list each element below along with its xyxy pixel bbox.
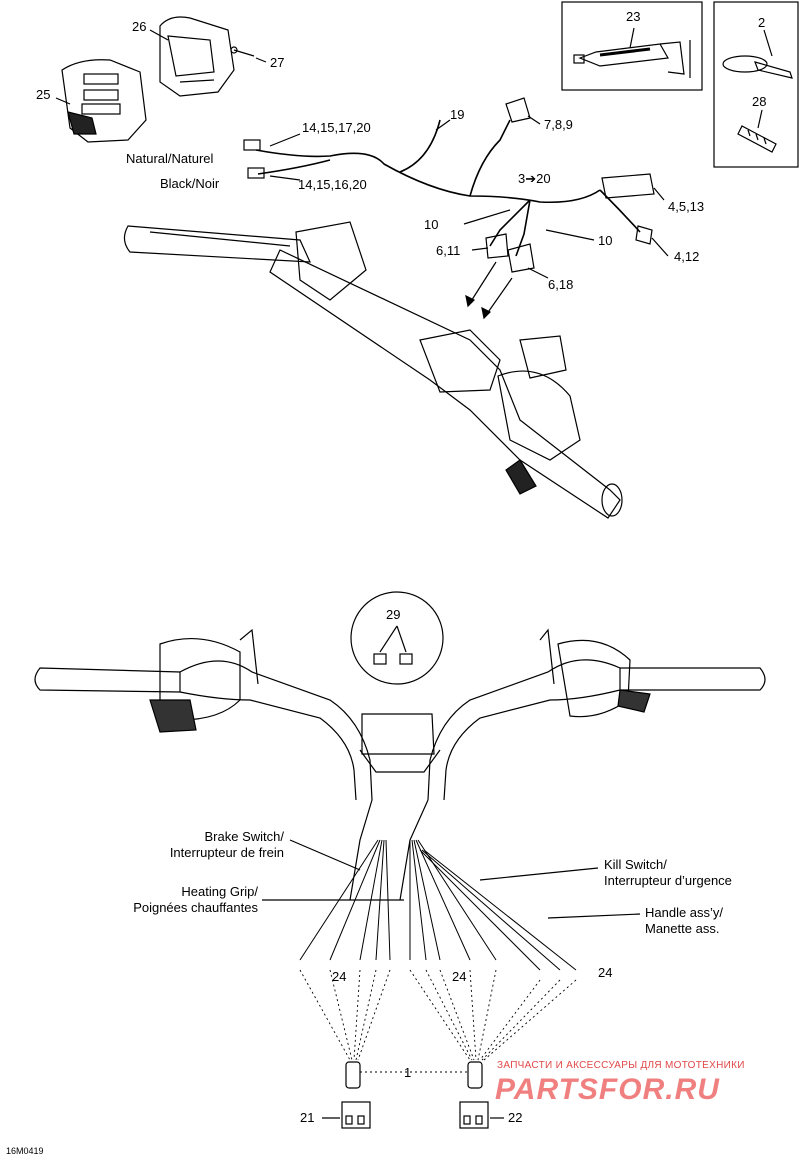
handlebar-assembly-front <box>34 628 766 901</box>
label-heat-fr: Poignées chauffantes <box>133 900 258 915</box>
callout-3-20: 3➔20 <box>518 171 551 186</box>
callout-23: 23 <box>626 9 641 24</box>
label-black: Black/Noir <box>160 176 220 191</box>
callout-21: 21 <box>300 1110 315 1125</box>
drawing-code: 16M0419 <box>6 1146 44 1156</box>
callout-25: 25 <box>36 87 51 102</box>
callout-4-5-13: 4,5,13 <box>668 199 705 214</box>
callout-6-11: 6,11 <box>436 243 461 258</box>
sleeve-icon <box>345 1061 483 1089</box>
tube-icon <box>737 125 777 153</box>
watermark-tagline: ЗАПЧАСТИ И АКСЕССУАРЫ ДЛЯ МОТОТЕХНИКИ <box>497 1060 745 1071</box>
cable-tie-icon <box>722 55 793 79</box>
label-natural: Natural/Naturel <box>126 151 214 166</box>
callout-7-8-9: 7,8,9 <box>544 117 573 132</box>
label-handle-fr: Manette ass. <box>645 921 720 936</box>
housing-cover-icon <box>159 16 235 97</box>
label-brake-fr: Interrupteur de frein <box>169 845 284 860</box>
callout-10b: 10 <box>598 233 613 248</box>
callout-1: 1 <box>404 1065 412 1080</box>
callout-28: 28 <box>752 94 767 109</box>
callout-24b: 24 <box>452 969 467 984</box>
callout-24a: 24 <box>332 969 347 984</box>
callout-14-15-16-20: 14,15,16,20 <box>298 177 367 192</box>
callout-22: 22 <box>508 1110 523 1125</box>
callout-2: 2 <box>758 15 766 30</box>
callout-26: 26 <box>132 19 147 34</box>
callout-29: 29 <box>386 607 401 622</box>
connector-block-icon <box>341 1101 489 1129</box>
callout-6-18: 6,18 <box>548 277 574 292</box>
box-2-28 <box>713 1 799 168</box>
callout-19: 19 <box>450 107 465 122</box>
label-heat-en: Heating Grip/ <box>181 884 258 899</box>
screw-icon <box>230 46 255 57</box>
wire-leads <box>299 839 577 971</box>
box-23 <box>561 1 703 91</box>
detail-circle-29 <box>350 591 444 685</box>
callout-24c: 24 <box>598 965 613 980</box>
label-kill-fr: Interrupteur d’urgence <box>604 873 732 888</box>
label-kill-en: Kill Switch/ <box>604 857 667 872</box>
switch-housing-icon <box>61 59 147 143</box>
callout-4-12: 4,12 <box>674 249 700 264</box>
label-handle-en: Handle ass’y/ <box>645 905 724 920</box>
wiring-harness <box>255 119 641 257</box>
handlebar-assembly-top <box>123 221 623 519</box>
callout-10a: 10 <box>424 217 439 232</box>
label-brake-en: Brake Switch/ <box>204 829 284 844</box>
watermark-logo: PARTSFOR.RU <box>495 1073 720 1106</box>
callout-27: 27 <box>270 55 285 70</box>
grease-tube-icon <box>573 40 691 78</box>
callout-14-15-17-20: 14,15,17,20 <box>302 120 371 135</box>
